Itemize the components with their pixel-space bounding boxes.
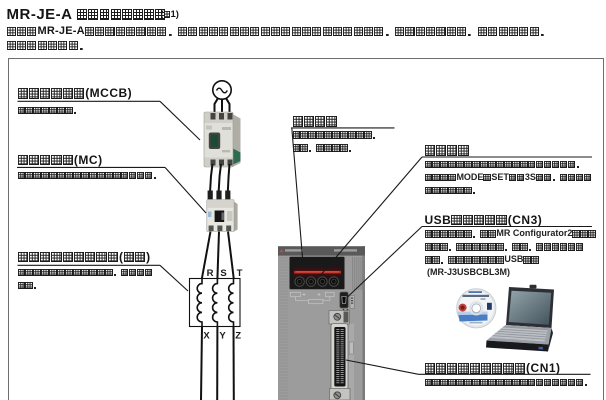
svg-text:Z: Z: [235, 331, 241, 342]
svg-text:R: R: [207, 268, 214, 279]
svg-text:X: X: [203, 331, 210, 342]
svg-text:Y: Y: [219, 331, 226, 342]
svg-text:S: S: [220, 268, 226, 279]
svg-text:T: T: [237, 268, 243, 279]
